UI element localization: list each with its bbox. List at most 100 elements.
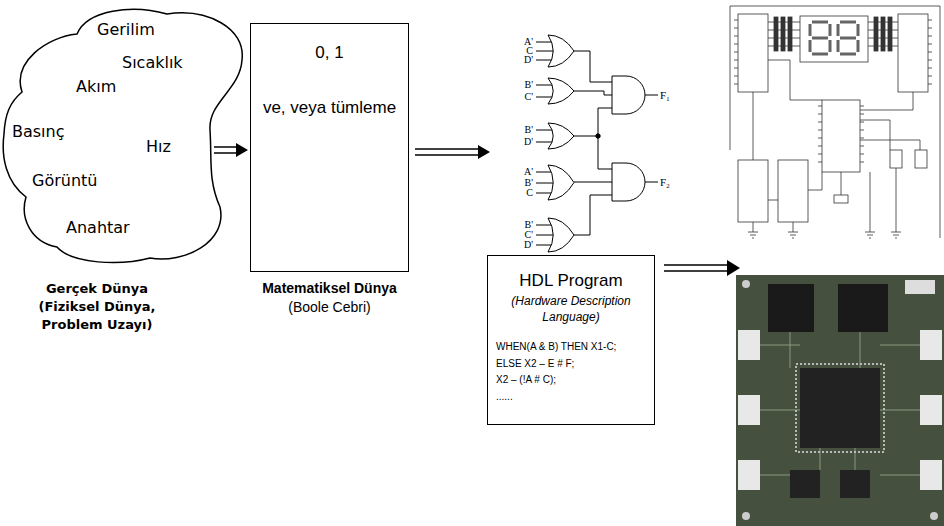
logic-gate-schematic: [548, 123, 574, 149]
world-caption: Gerçek Dünya (Fiziksel Dünya, Problem Uz…: [22, 280, 172, 334]
logic-gate-schematic: [574, 182, 612, 183]
circuit-schematic: [898, 14, 928, 92]
pcb-photo: [838, 284, 888, 332]
code-line: ......: [496, 389, 646, 406]
pcb-photo: [738, 395, 760, 425]
arrow-shaft: [214, 146, 237, 148]
circuit-schematic: [730, 6, 940, 238]
circuit-schematic: [915, 150, 927, 168]
pcb-photo: [738, 330, 760, 360]
code-line: ELSE X2 – E # F;: [496, 356, 646, 373]
pcb-photo: [930, 512, 938, 520]
circuit-schematic: [928, 20, 932, 84]
caption-block: Matematiksel Dünya(Boole Cebri): [206, 279, 453, 317]
pcb-photo: [905, 280, 935, 294]
circuit-schematic: [800, 16, 868, 62]
quantity-word: Akım: [76, 77, 116, 97]
circuit-schematic: [734, 20, 738, 84]
logic-gate-schematic: [574, 195, 612, 235]
code-line: WHEN(A & B) THEN X1-C;: [496, 339, 646, 356]
circuit-schematic: [730, 6, 940, 238]
double-arrow: [664, 260, 740, 276]
logic-gate-schematic: [574, 51, 612, 82]
quantity-word: Gerilim: [97, 20, 155, 40]
pcb-photo: [736, 275, 944, 526]
logic-gate-schematic: [536, 130, 554, 142]
pcb-photo: [800, 368, 880, 448]
logic-gate-schematic: [596, 134, 600, 138]
arrow-shaft: [415, 154, 479, 156]
circuit-schematic: [818, 106, 864, 162]
signal-name: B': [503, 80, 533, 90]
quantity-word: Sıcaklık: [122, 53, 183, 73]
arrow-head: [478, 145, 490, 159]
hdl-box: HDL Program(Hardware Description Languag…: [487, 255, 655, 425]
signal-name: C': [503, 230, 533, 240]
signal-name: D': [503, 137, 533, 147]
logic-gate-schematic: [645, 95, 658, 182]
circuit-schematic: [738, 14, 768, 92]
pcb-photo: [742, 512, 750, 520]
circuit-schematic: [834, 195, 848, 203]
box-text: ve, veya tümleme: [255, 96, 404, 119]
boolean-box: 0, 1ve, veya tümlemeMatematiksel Dünya(B…: [250, 23, 409, 272]
double-arrow: [214, 143, 248, 157]
circuit-schematic: [778, 160, 808, 222]
output-name: F₂: [660, 176, 670, 188]
logic-gate-schematic: [612, 163, 645, 201]
logic-gate-schematic: [536, 85, 554, 97]
arrow-head: [236, 143, 248, 157]
quantity-word: Basınç: [12, 122, 65, 142]
circuit-schematic: [888, 17, 892, 51]
arrow-shaft: [214, 152, 237, 154]
cloud-outline: [3, 9, 242, 262]
circuit-schematic: [774, 17, 778, 51]
pcb-photo: [920, 395, 942, 425]
logic-gate-schematic: [536, 172, 554, 193]
circuit-schematic: [753, 60, 920, 232]
logic-gate-schematic: [612, 76, 645, 114]
circuit-schematic: [881, 17, 885, 51]
signal-name: B': [503, 178, 533, 188]
logic-gate-schematic: [548, 78, 574, 104]
real-world-cloud: GerilimSıcaklıkAkımBasınçHızGörüntüAnaht…: [2, 2, 248, 347]
logic-gate-schematic: [574, 91, 612, 95]
code-line: X2 – (!A # C);: [496, 372, 646, 389]
signal-name: C': [503, 92, 533, 102]
logic-gate-schematic: [536, 35, 658, 252]
box-heading: HDL Program: [496, 270, 646, 291]
signal-name: C: [503, 188, 533, 198]
signal-name: D': [503, 240, 533, 250]
pcb-photo: [920, 460, 942, 490]
logic-gate-schematic: [548, 35, 574, 67]
quantity-word: Hız: [146, 137, 171, 157]
circuit-schematic: [788, 17, 792, 51]
signal-name: D': [503, 55, 533, 65]
logic-gate-schematic: [548, 218, 574, 252]
logic-gate-schematic: [536, 225, 554, 245]
output-name: F₁: [660, 89, 670, 101]
pcb-photo: [920, 330, 942, 360]
double-arrow: [415, 145, 490, 159]
pcb-photo: [796, 364, 884, 452]
pcb-photo: [742, 280, 750, 288]
circuit-schematic: [748, 232, 901, 238]
signal-name: A': [503, 167, 533, 177]
arrow-shaft: [415, 148, 479, 150]
circuit-schematic: [890, 150, 902, 168]
pcb-photo: [790, 470, 820, 498]
box-text: 0, 1: [255, 43, 404, 63]
signal-name: B': [503, 125, 533, 135]
double-arrow: [727, 260, 740, 276]
box-caption: (Boole Cebri): [206, 298, 453, 317]
pcb-photo: [738, 460, 760, 490]
signal-name: B': [503, 220, 533, 230]
logic-gate-schematic: [536, 42, 554, 60]
logic-gate-schematic: [548, 165, 574, 200]
cloud-outline: [3, 9, 242, 262]
circuit-schematic: [781, 17, 785, 51]
box-subtitle: (Hardware Description Language): [496, 293, 646, 325]
